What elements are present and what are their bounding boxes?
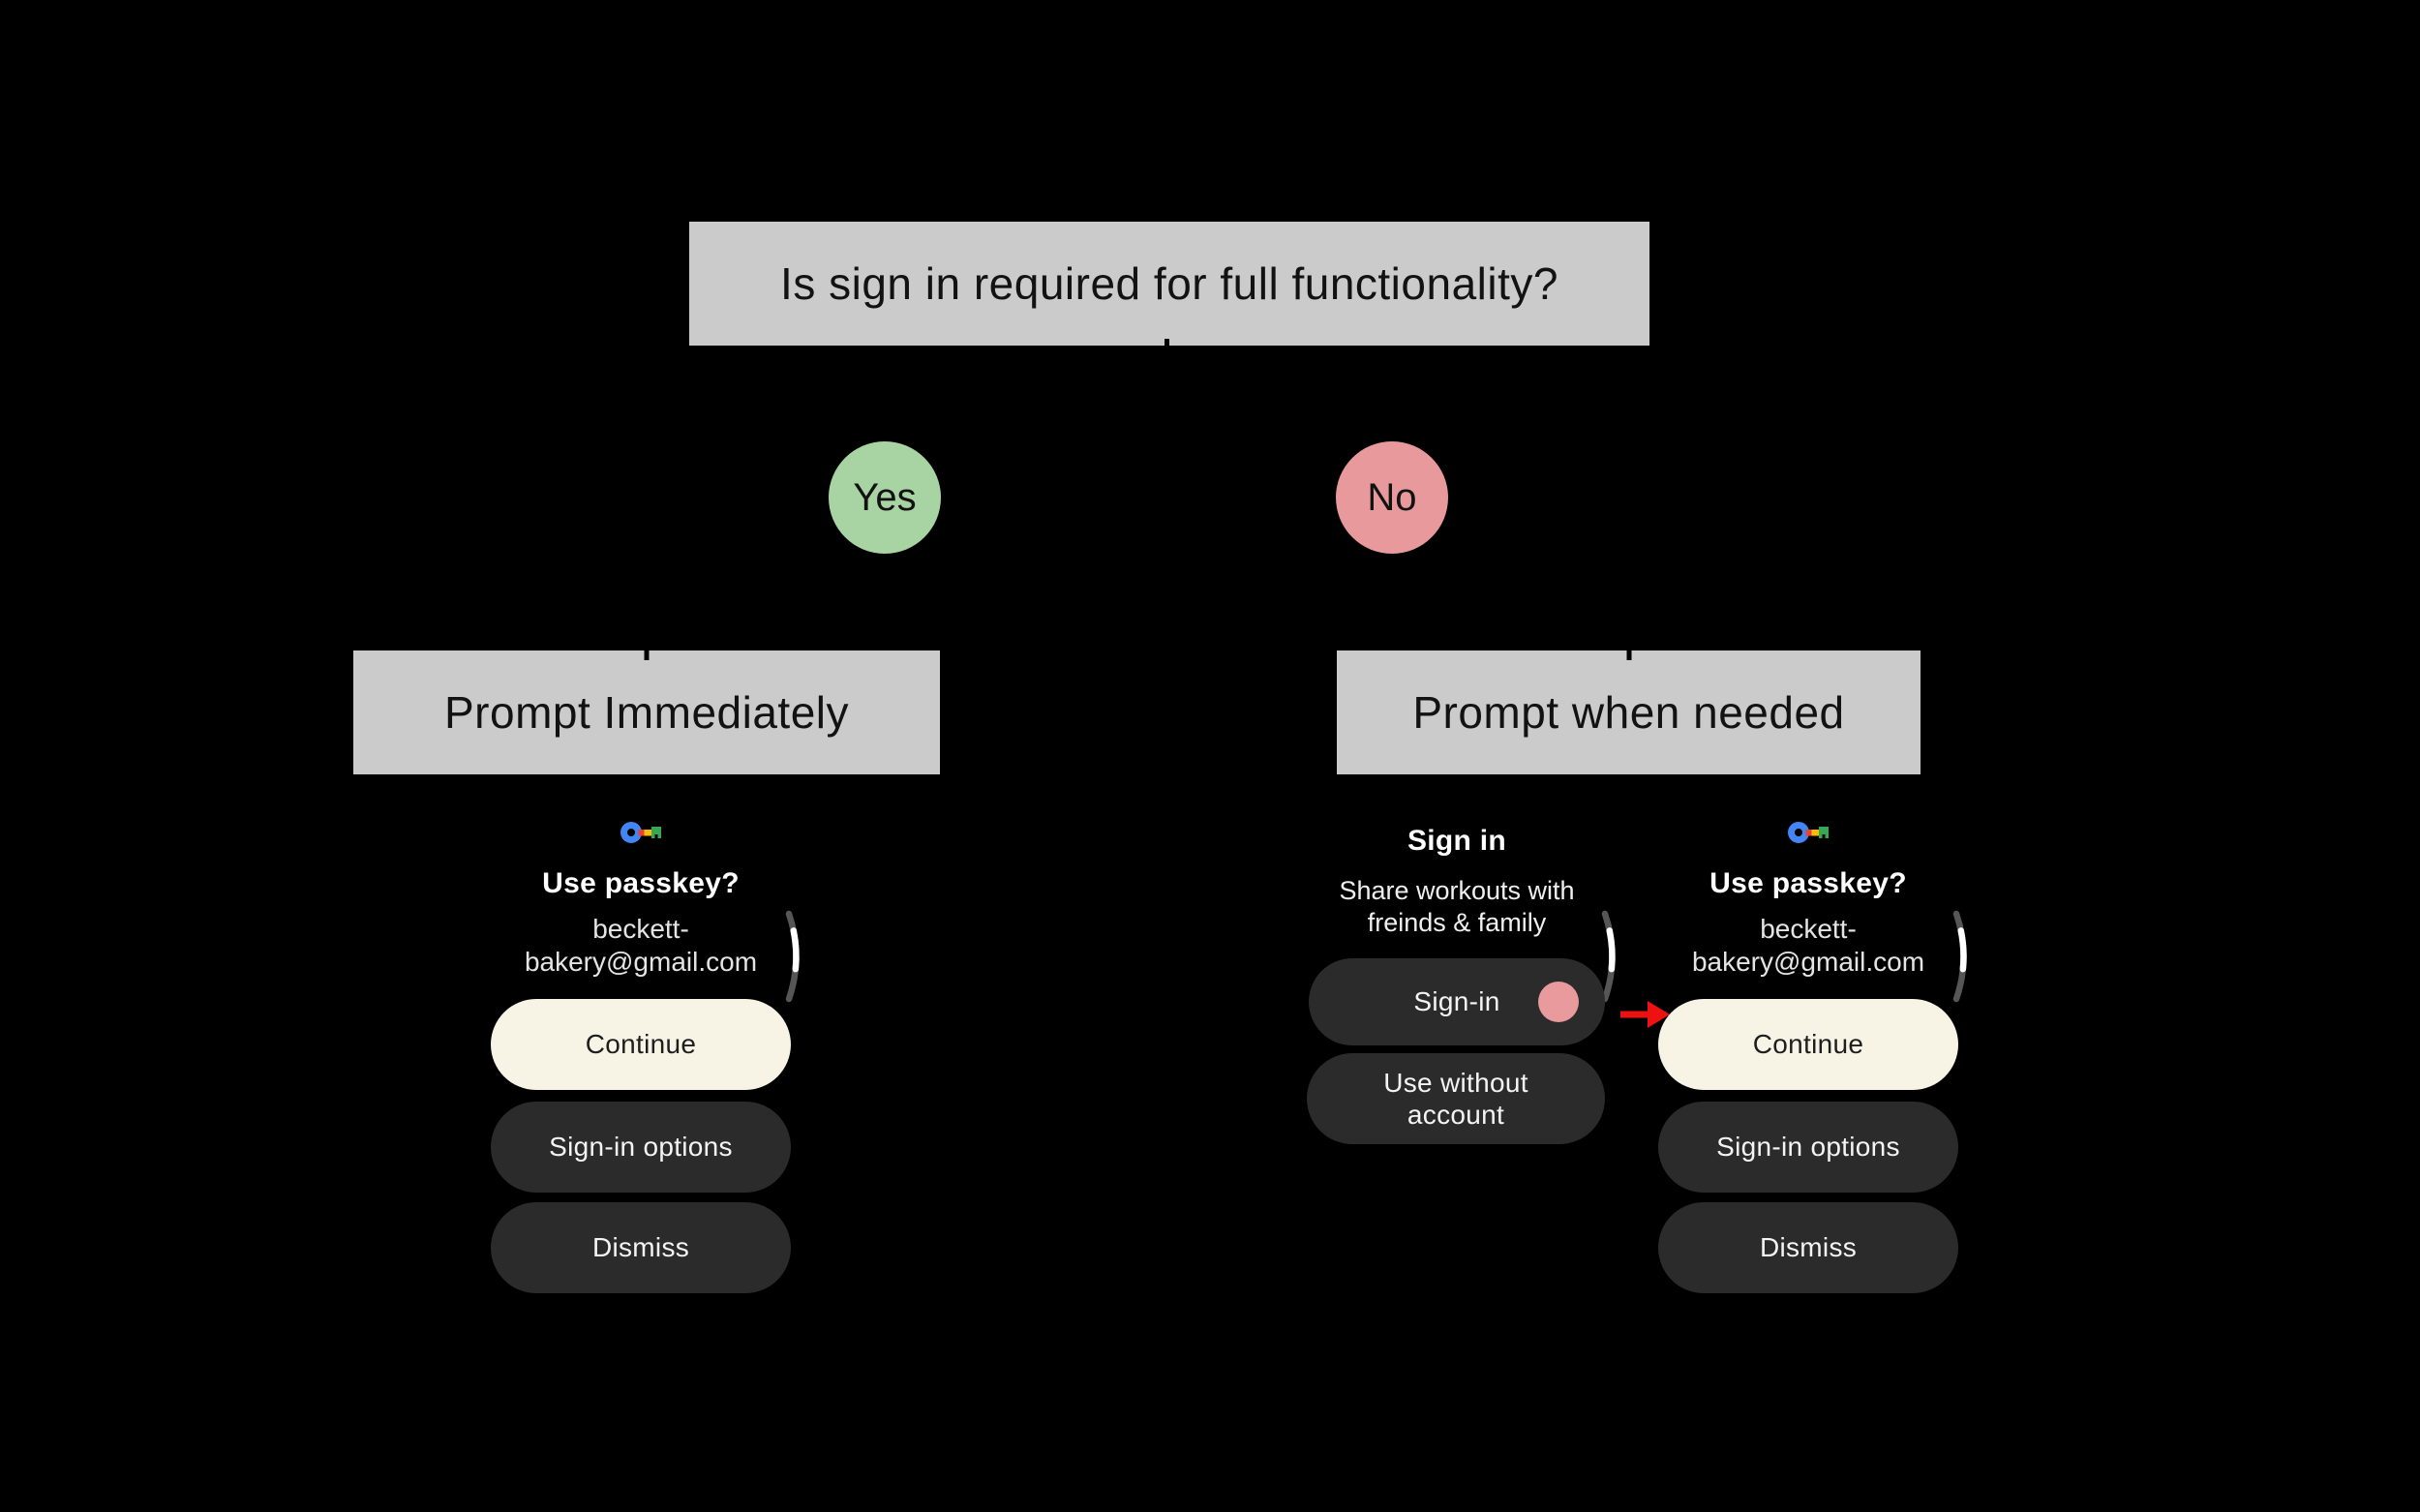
branch-right-label: Prompt when needed bbox=[1412, 687, 1845, 738]
sign-in-button-label: Sign-in bbox=[1413, 986, 1500, 1016]
watch-screen-use-passkey-left: Use passkey? beckett-bakery@gmail.com Co… bbox=[467, 813, 815, 1307]
screen-subtitle: Share workouts with freinds & family bbox=[1283, 875, 1631, 939]
email-line2: bakery@gmail.com bbox=[524, 947, 758, 977]
question-box: Is sign in required for full functionali… bbox=[689, 222, 1649, 346]
continue-button[interactable]: Continue bbox=[1658, 999, 1958, 1090]
account-email: beckett-bakery@gmail.com bbox=[467, 913, 815, 979]
red-arrow-right-icon bbox=[1620, 1001, 1670, 1028]
scroll-indicator[interactable] bbox=[785, 910, 806, 1003]
signin-options-button[interactable]: Sign-in options bbox=[491, 1102, 791, 1193]
tap-indicator-dot bbox=[1538, 982, 1579, 1022]
branch-left-label: Prompt Immediately bbox=[443, 687, 849, 738]
branch-prompt-immediately: Prompt Immediately bbox=[353, 645, 940, 774]
subtitle-line2: freinds & family bbox=[1367, 908, 1547, 937]
connector-stub bbox=[644, 645, 650, 660]
no-node: No bbox=[1336, 441, 1448, 554]
email-line1: beckett- bbox=[1760, 914, 1857, 944]
continue-button[interactable]: Continue bbox=[491, 999, 791, 1090]
use-without-account-button[interactable]: Use without account bbox=[1307, 1053, 1605, 1144]
connector-stub bbox=[1626, 645, 1631, 660]
watch-screen-sign-in: Sign in Share workouts with freinds & fam… bbox=[1283, 813, 1631, 1229]
email-line1: beckett- bbox=[592, 914, 689, 944]
no-label: No bbox=[1367, 475, 1417, 519]
question-text: Is sign in required for full functionali… bbox=[780, 258, 1558, 309]
watch-screen-use-passkey-right: Use passkey? beckett-bakery@gmail.com Co… bbox=[1634, 813, 1982, 1307]
yes-label: Yes bbox=[853, 475, 917, 519]
scroll-indicator[interactable] bbox=[1601, 910, 1622, 1003]
screen-title: Sign in bbox=[1407, 825, 1507, 857]
branch-prompt-when-needed: Prompt when needed bbox=[1337, 645, 1921, 774]
passkey-icon bbox=[1788, 822, 1829, 843]
passkey-icon bbox=[620, 822, 661, 843]
signin-options-button[interactable]: Sign-in options bbox=[1658, 1102, 1958, 1193]
email-line2: bakery@gmail.com bbox=[1691, 947, 1925, 977]
connector-stub bbox=[1165, 339, 1169, 354]
screen-title: Use passkey? bbox=[1709, 867, 1907, 899]
screen-title: Use passkey? bbox=[542, 867, 740, 899]
yes-node: Yes bbox=[829, 441, 941, 554]
sign-in-button[interactable]: Sign-in bbox=[1309, 958, 1605, 1045]
account-email: beckett-bakery@gmail.com bbox=[1634, 913, 1982, 979]
dismiss-button[interactable]: Dismiss bbox=[491, 1202, 791, 1293]
scroll-indicator[interactable] bbox=[1952, 910, 1974, 1003]
dismiss-button[interactable]: Dismiss bbox=[1658, 1202, 1958, 1293]
subtitle-line1: Share workouts with bbox=[1339, 876, 1575, 905]
